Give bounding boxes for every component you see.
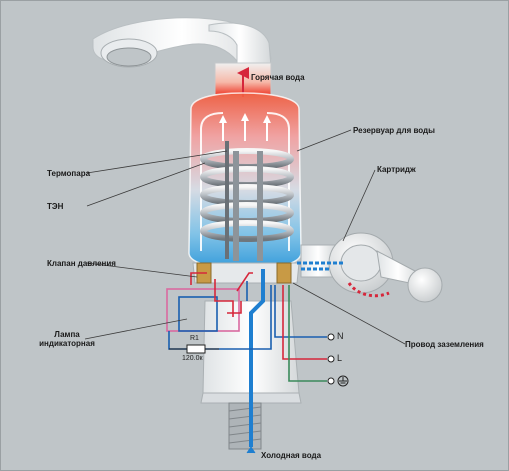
label-hot-water: Горячая вода [251, 73, 305, 82]
terminal-neutral-label: N [337, 331, 344, 341]
thermocouple-probe [225, 141, 229, 259]
resistor-value-label: 120.0к [182, 355, 203, 362]
faucet-spout [92, 17, 272, 96]
heating-element [200, 148, 294, 261]
label-heater: ТЭН [47, 202, 64, 211]
label-indicator-lamp: Лампа индикаторная [37, 330, 97, 348]
cold-water-pipe [249, 269, 265, 447]
label-pressure-valve: Клапан давления [47, 259, 116, 268]
handle-knob [407, 267, 443, 303]
mixer-cartridge [300, 232, 443, 303]
resistor-r1 [169, 344, 219, 354]
resistor-name-label: R1 [190, 335, 199, 342]
ground-symbol-icon [337, 375, 349, 387]
label-reservoir: Резервуар для воды [353, 126, 435, 135]
label-lamp-line1: Лампа [54, 330, 80, 339]
terminal-circle-icon [327, 333, 335, 341]
label-lamp-line2: индикаторная [39, 339, 95, 348]
leader-lines [84, 129, 406, 345]
label-ground-wire: Провод заземления [405, 340, 484, 349]
terminal-circle-icon [327, 355, 335, 363]
wiring-diagram [166, 272, 327, 382]
terminal-line-label: L [337, 353, 343, 363]
cold-inflow-channel [297, 261, 345, 271]
label-cartridge: Картридж [377, 165, 416, 174]
label-cold-water: Холодная вода [261, 451, 322, 460]
label-thermocouple: Термопара [47, 169, 91, 178]
terminal-circle-icon [327, 377, 335, 385]
